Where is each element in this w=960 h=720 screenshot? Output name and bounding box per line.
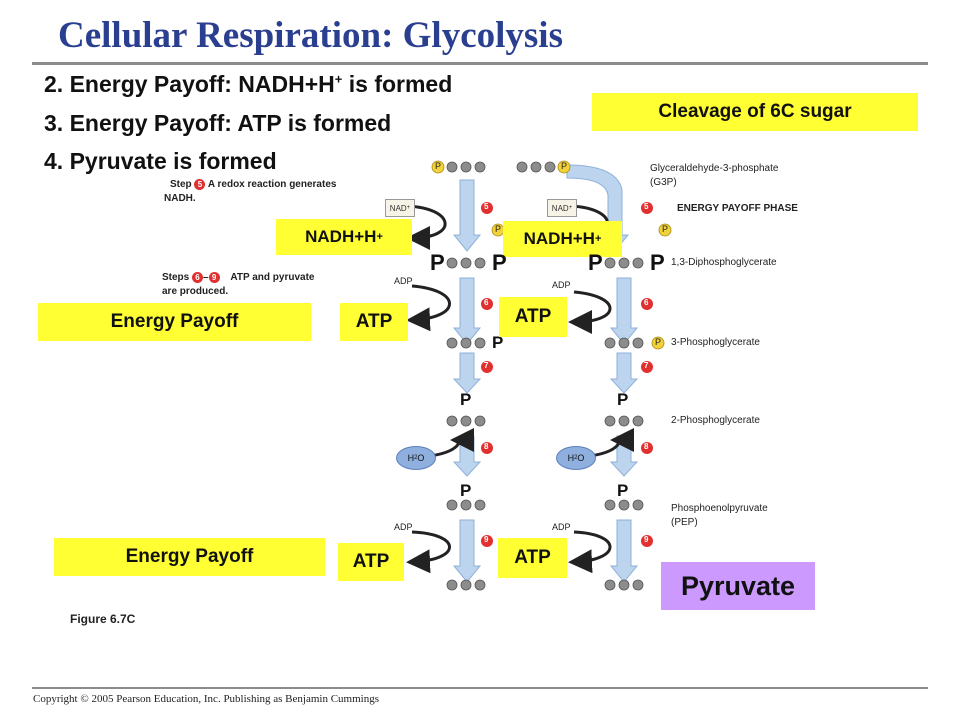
molecule-chains	[446, 161, 644, 591]
label-3pg: 3-Phosphoglycerate	[671, 337, 760, 348]
water-left-o: O	[417, 453, 425, 463]
title-divider	[32, 62, 928, 65]
step5-note-badge: 5	[194, 178, 206, 190]
step5-note-prefix: Step	[170, 179, 192, 190]
label-energy-payoff-phase: ENERGY PAYOFF PHASE	[677, 203, 798, 214]
energy-payoff-highlight-1: Energy Payoff	[38, 303, 311, 341]
nad-right-text: NAD	[551, 203, 569, 213]
nad-box-left: NAD+	[385, 199, 415, 217]
step-7-label-left: 7	[484, 361, 489, 370]
step5-note: Step 5 A redox reaction generates	[170, 178, 336, 192]
adp-step9-right: ADP	[552, 522, 571, 532]
phosphate-bpg-left-1: P	[430, 250, 445, 275]
label-bpg: 1,3-Diphosphoglycerate	[671, 257, 777, 268]
phosphate-3pg-right: P	[655, 337, 662, 347]
water-left-h: H	[407, 453, 415, 463]
nadh-highlight-right: NADH+H+	[503, 221, 622, 257]
steps69-note-dash: –	[203, 272, 209, 283]
label-g3p-abbr: (G3P)	[650, 177, 677, 188]
bullet-nadh-tail: is formed	[342, 71, 453, 97]
bullet-nadh-text: 2. Energy Payoff: NADH+H	[44, 71, 335, 97]
atp-highlight-step6-left: ATP	[340, 303, 408, 341]
label-2pg: 2-Phosphoglycerate	[671, 415, 760, 426]
nadh-right-text: NADH+H	[523, 229, 595, 248]
nadh-left-text: NADH+H	[305, 227, 377, 246]
figure-label: Figure 6.7C	[70, 612, 136, 626]
atp-highlight-step6-right: ATP	[499, 297, 567, 337]
nadh-highlight-left: NADH+H+	[276, 219, 412, 255]
steps69-note: Steps 6–9 ATP and pyruvate	[162, 271, 314, 285]
step-8-label-right: 8	[644, 442, 649, 451]
water-right-h: H	[567, 453, 575, 463]
steps69-note-text: ATP and pyruvate	[230, 272, 315, 283]
phosphate-bpg-left-2: P	[492, 250, 507, 275]
phosphate-step5-left: P	[495, 224, 502, 234]
nadh-right-sup: +	[594, 233, 602, 245]
step-5-label-left: 5	[484, 202, 489, 211]
steps69-note-line2: are produced.	[162, 286, 229, 297]
phosphate-2pg-right: P	[617, 390, 629, 409]
phosphate-g3p-left: P	[435, 161, 442, 171]
bullet-atp: 3. Energy Payoff: ATP is formed	[44, 110, 392, 136]
step-6-label-left: 6	[484, 298, 489, 307]
adp-step6-right: ADP	[552, 280, 571, 290]
phosphate-g3p-right: P	[561, 161, 568, 171]
label-pep-abbr: (PEP)	[671, 517, 698, 528]
right-flow-arrows	[566, 164, 639, 583]
phosphate-3pg-left: P	[492, 333, 504, 352]
nad-left-sup: +	[406, 205, 411, 211]
energy-payoff-highlight-2: Energy Payoff	[54, 538, 325, 576]
step-badges	[481, 202, 653, 547]
step-9-label-right: 9	[644, 535, 649, 544]
steps69-note-prefix: Steps	[162, 272, 190, 283]
water-right-sub: 2	[574, 455, 578, 461]
pyruvate-highlight: Pyruvate	[661, 562, 815, 610]
phosphate-bpg-right-2: P	[650, 250, 665, 275]
phosphate-step5-right: P	[662, 224, 669, 234]
label-g3p: Glyceraldehyde-3-phosphate	[650, 163, 779, 174]
steps69-note-badge-b: 9	[208, 271, 220, 283]
water-left-sub: 2	[414, 455, 418, 461]
footer-divider	[32, 687, 928, 689]
atp-highlight-step9-right: ATP	[498, 538, 567, 578]
phosphate-2pg-left: P	[460, 390, 472, 409]
cleavage-highlight: Cleavage of 6C sugar	[592, 93, 918, 131]
nad-right-sup: +	[568, 205, 573, 211]
atp-highlight-step9-left: ATP	[338, 543, 404, 581]
step5-note-line2: NADH.	[164, 193, 196, 204]
adp-step6-left: ADP	[394, 276, 413, 286]
adp-step9-left: ADP	[394, 522, 413, 532]
water-right-o: O	[577, 453, 585, 463]
step-6-label-right: 6	[644, 298, 649, 307]
step-8-label-left: 8	[484, 442, 489, 451]
phosphate-pep-left: P	[460, 481, 472, 500]
step-5-label-right: 5	[644, 202, 649, 211]
nad-left-text: NAD	[389, 203, 407, 213]
bullet-nadh: 2. Energy Payoff: NADH+H+ is formed	[44, 71, 452, 98]
copyright-notice: Copyright © 2005 Pearson Education, Inc.…	[33, 693, 379, 705]
step-7-label-right: 7	[644, 361, 649, 370]
phosphate-balls	[431, 160, 672, 350]
nad-box-right: NAD+	[547, 199, 577, 217]
left-flow-arrows	[452, 179, 482, 583]
label-pep: Phosphoenolpyruvate	[671, 503, 768, 514]
bullet-nadh-sup: +	[334, 71, 343, 87]
slide-title: Cellular Respiration: Glycolysis	[58, 15, 563, 56]
steps69-note-badge-a: 6	[192, 271, 204, 283]
nadh-left-sup: +	[376, 231, 383, 243]
step-9-label-left: 9	[484, 535, 489, 544]
step5-note-text: A redox reaction generates	[207, 179, 337, 190]
bullet-pyruvate: 4. Pyruvate is formed	[44, 148, 277, 174]
phosphate-bpg-right-1: P	[588, 250, 603, 275]
phosphate-pep-right: P	[617, 481, 629, 500]
